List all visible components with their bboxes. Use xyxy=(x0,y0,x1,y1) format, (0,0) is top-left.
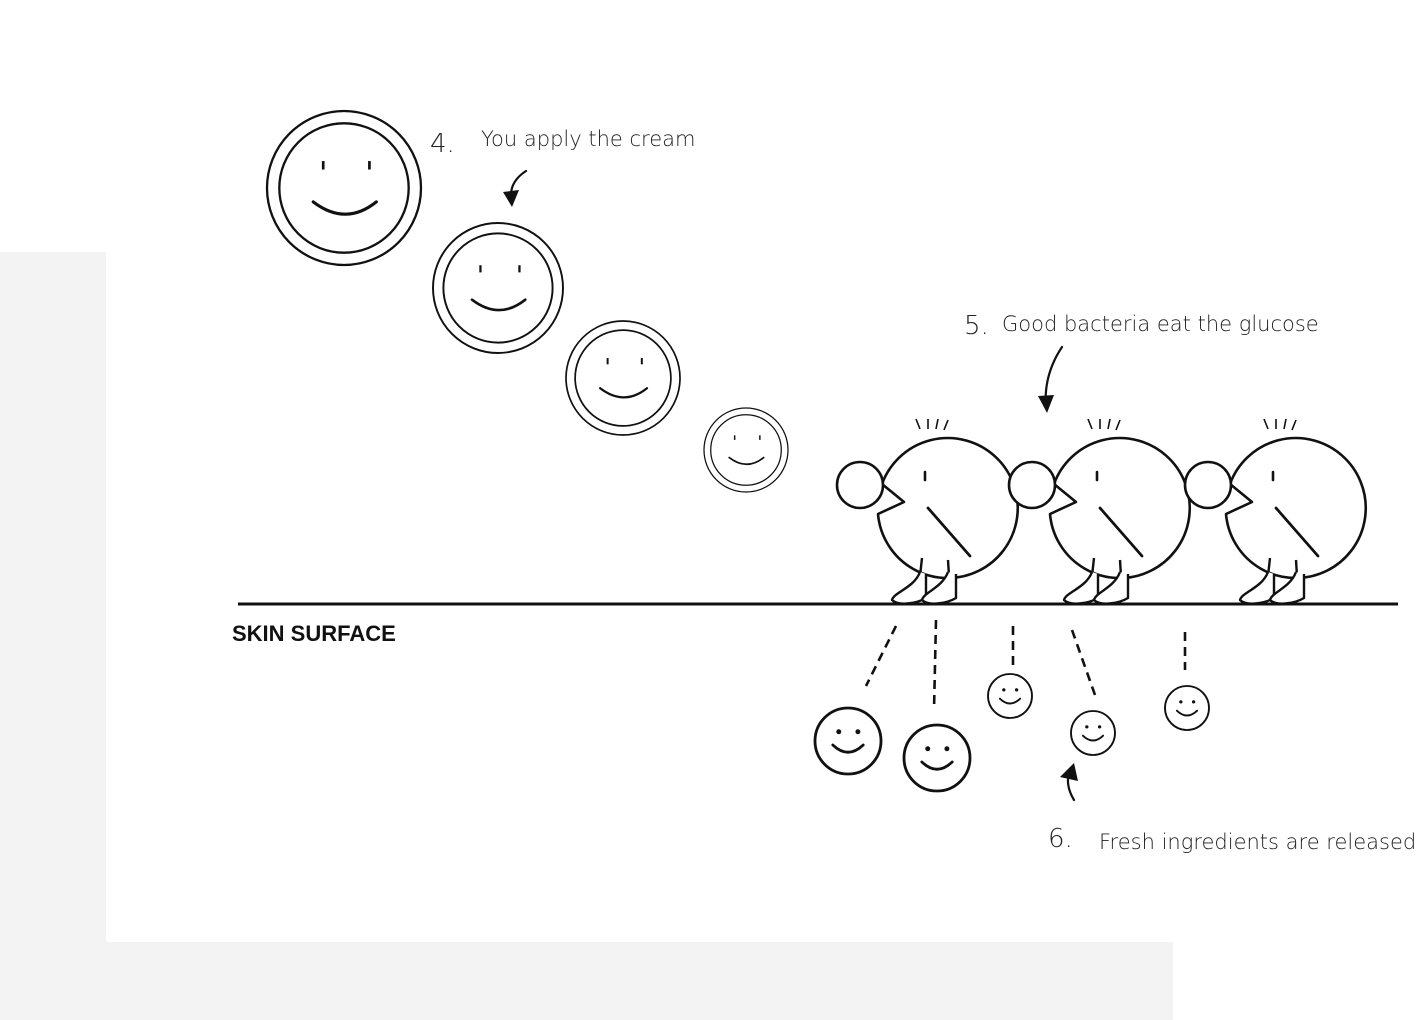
smiley-ingredient-icon xyxy=(1071,711,1115,755)
bacteria-character-icon xyxy=(1183,417,1368,606)
ingredient-4 xyxy=(1071,711,1115,755)
step-4-text: You apply the cream xyxy=(481,127,695,151)
smiley-capsule-icon xyxy=(265,109,423,267)
background-panel-bottom xyxy=(0,942,1173,1020)
ingredient-2 xyxy=(904,725,970,791)
skin-surface-label: SKIN SURFACE xyxy=(232,621,396,646)
bacteria-character-icon xyxy=(1007,417,1192,606)
capsule-2 xyxy=(431,221,565,355)
smiley-ingredient-icon xyxy=(988,674,1032,718)
step-6-number: 6. xyxy=(1048,824,1073,854)
smiley-ingredient-icon xyxy=(904,725,970,791)
step-5-number: 5. xyxy=(964,311,989,341)
step-4-number: 4. xyxy=(430,129,455,159)
smiley-ingredient-icon xyxy=(815,708,881,774)
arrow-icon xyxy=(1038,345,1064,413)
bacteria-character-icon xyxy=(835,417,1020,606)
smiley-capsule-icon xyxy=(703,407,789,493)
ingredient-5 xyxy=(1165,686,1209,730)
capsule-3 xyxy=(564,319,682,437)
capsule-4 xyxy=(703,407,789,493)
smiley-ingredient-icon xyxy=(1165,686,1209,730)
release-paths xyxy=(864,619,1187,711)
ingredient-3 xyxy=(988,674,1032,718)
smiley-capsule-icon xyxy=(431,221,565,355)
arrow-icon xyxy=(503,169,528,207)
step-5-text: Good bacteria eat the glucose xyxy=(1002,312,1319,336)
background-panel-left xyxy=(0,252,106,942)
step-6-text: Fresh ingredients are released xyxy=(1099,830,1416,854)
arrow-icon xyxy=(1060,763,1078,802)
capsule-1 xyxy=(265,109,423,267)
ingredient-1 xyxy=(815,708,881,774)
smiley-capsule-icon xyxy=(564,319,682,437)
